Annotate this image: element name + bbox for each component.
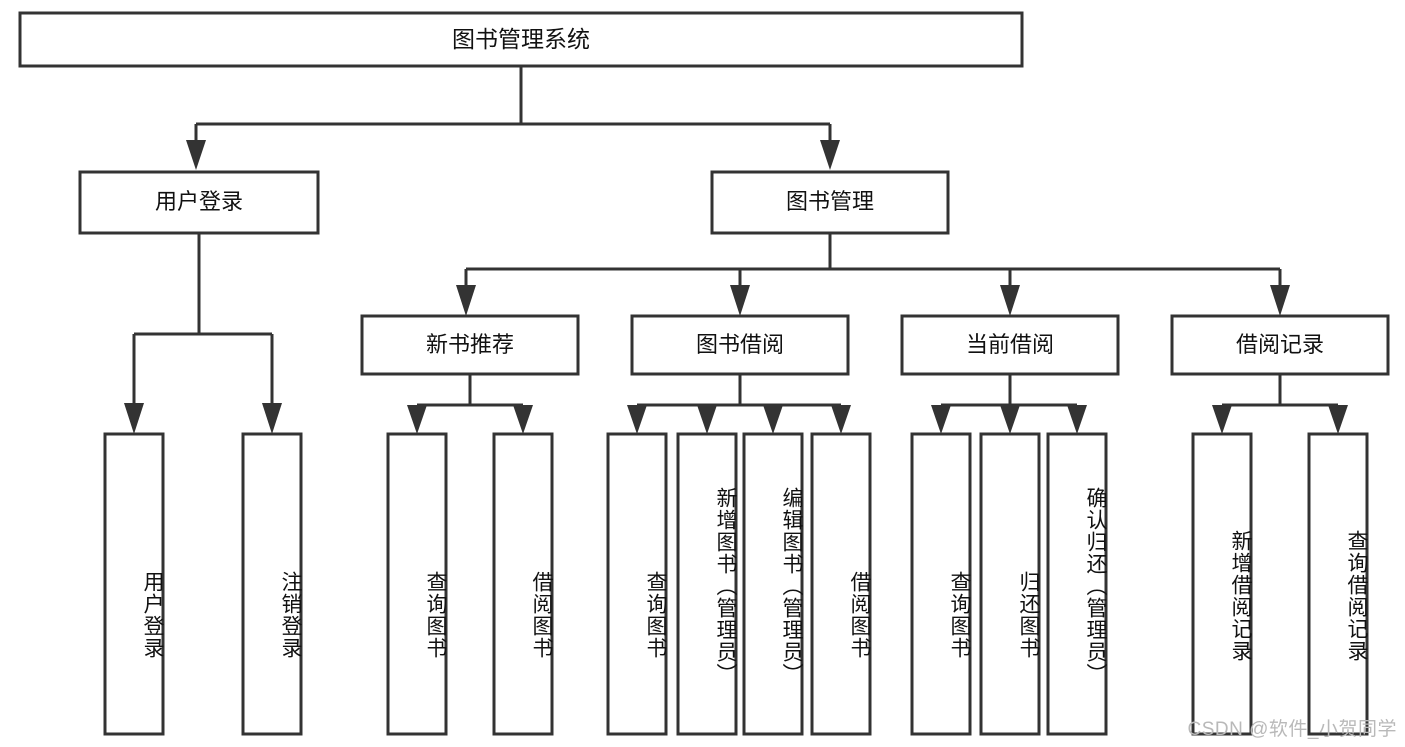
node-root-system-label: 图书管理系统 (452, 26, 590, 52)
arrow-head-icon (627, 405, 647, 434)
arrow-head-icon (124, 403, 144, 434)
node-root-system[interactable]: 图书管理系统 (18, 11, 1024, 68)
arrow-head-icon (763, 405, 783, 434)
arrow-head-icon (697, 405, 717, 434)
node-user-login[interactable]: 用户登录 (78, 170, 320, 235)
arrow-head-icon (262, 403, 282, 434)
leaf-node-current-confirm-return[interactable] (1046, 432, 1108, 736)
leaf-node-record-query[interactable] (1307, 432, 1369, 736)
leaf-node-borrow-add-book[interactable] (676, 432, 738, 736)
node-book-management-label: 图书管理 (786, 189, 874, 214)
leaf-node-user-login-logout[interactable] (241, 432, 303, 736)
node-borrow-record[interactable]: 借阅记录 (1170, 314, 1390, 376)
arrow-head-icon (407, 405, 427, 434)
arrow-head-icon (730, 285, 750, 316)
leaf-node-new-book-query[interactable] (386, 432, 448, 736)
arrow-head-icon (1212, 405, 1232, 434)
node-new-book-recommend-label: 新书推荐 (426, 332, 514, 357)
arrow-head-icon (1000, 285, 1020, 316)
node-borrow-record-label: 借阅记录 (1236, 332, 1324, 357)
leaf-node-user-login-login[interactable] (103, 432, 165, 736)
node-book-management[interactable]: 图书管理 (710, 170, 950, 235)
arrow-head-icon (513, 405, 533, 434)
node-current-borrow[interactable]: 当前借阅 (900, 314, 1120, 376)
arrow-head-icon (186, 140, 206, 170)
arrow-head-icon (831, 405, 851, 434)
leaf-node-borrow-edit-book[interactable] (742, 432, 804, 736)
connector-current-borrow-to-leaves (931, 374, 1087, 434)
connector-user-login-to-leaves (124, 233, 282, 434)
watermark-text: CSDN @软件_小贺同学 (1187, 719, 1397, 740)
node-new-book-recommend[interactable]: 新书推荐 (360, 314, 580, 376)
leaf-node-record-add[interactable] (1191, 432, 1253, 736)
arrow-head-icon (820, 140, 840, 170)
arrow-head-icon (456, 285, 476, 316)
arrow-head-icon (1270, 285, 1290, 316)
leaf-node-borrow-lend-book[interactable] (810, 432, 872, 736)
leaf-node-current-return[interactable] (979, 432, 1041, 736)
connector-borrow-record-to-leaves (1212, 374, 1348, 434)
arrow-head-icon (1000, 405, 1020, 434)
node-book-borrow-label: 图书借阅 (696, 332, 784, 357)
leaf-node-borrow-query[interactable] (606, 432, 668, 736)
connector-root-to-level1 (186, 66, 840, 170)
arrow-head-icon (1328, 405, 1348, 434)
connector-new-book-to-leaves (407, 374, 533, 434)
leaf-node-current-query[interactable] (910, 432, 972, 736)
connector-book-borrow-to-leaves (627, 374, 851, 434)
node-user-login-label: 用户登录 (155, 189, 243, 214)
arrow-head-icon (1067, 405, 1087, 434)
leaf-node-new-book-borrow[interactable] (492, 432, 554, 736)
node-current-borrow-label: 当前借阅 (966, 332, 1054, 357)
node-book-borrow[interactable]: 图书借阅 (630, 314, 850, 376)
connector-book-mgmt-to-level2 (456, 233, 1290, 316)
arrow-head-icon (931, 405, 951, 434)
